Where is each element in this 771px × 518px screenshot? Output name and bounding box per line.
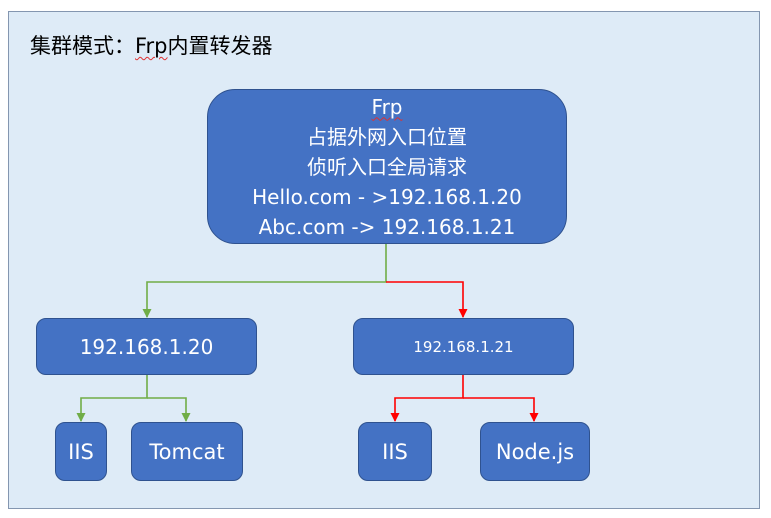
root-line-4: Abc.com -> 192.168.1.21 [258, 214, 516, 239]
service-node-nodejs: Node.js [480, 422, 590, 481]
connector-server-1-to-tomcat [147, 397, 187, 421]
service-node-iis-2: IIS [358, 422, 432, 481]
root-line-1-text: 占据外网入口位置 [307, 124, 467, 149]
server-node-2: 192.168.1.21 [353, 318, 574, 375]
arrowhead-nodejs [529, 413, 539, 422]
frp-forwarder-node: Frp 占据外网入口位置 侦听入口全局请求 Hello.com - >192.16… [207, 89, 567, 244]
connector-root-to-server-2 [386, 281, 464, 317]
title-frp: Frp [135, 34, 168, 58]
service-node-tomcat: Tomcat [131, 422, 243, 481]
root-frp: Frp [371, 94, 403, 119]
arrowhead-server-1 [142, 309, 152, 318]
root-line-1: Frp 占据外网入口位置 [307, 92, 467, 152]
root-line-3: Hello.com - >192.168.1.20 [252, 184, 522, 209]
arrowhead-iis-1 [76, 413, 86, 422]
connector-server-2-to-nodejs [463, 397, 535, 421]
title-prefix: 集群模式： [30, 34, 135, 58]
service-node-iis-1: IIS [55, 422, 107, 481]
arrowhead-tomcat [181, 413, 191, 422]
diagram-title: 集群模式：Frp内置转发器 [30, 34, 273, 58]
server-node-1: 192.168.1.20 [36, 318, 257, 375]
connector-server-1-to-iis [80, 375, 148, 421]
title-suffix: 内置转发器 [167, 34, 273, 58]
arrowhead-server-2 [458, 309, 468, 318]
arrowhead-iis-2 [390, 413, 400, 422]
connector-root-to-server-1 [146, 244, 387, 317]
root-line-2: 侦听入口全局请求 [307, 154, 467, 179]
connector-server-2-to-iis [394, 375, 464, 421]
